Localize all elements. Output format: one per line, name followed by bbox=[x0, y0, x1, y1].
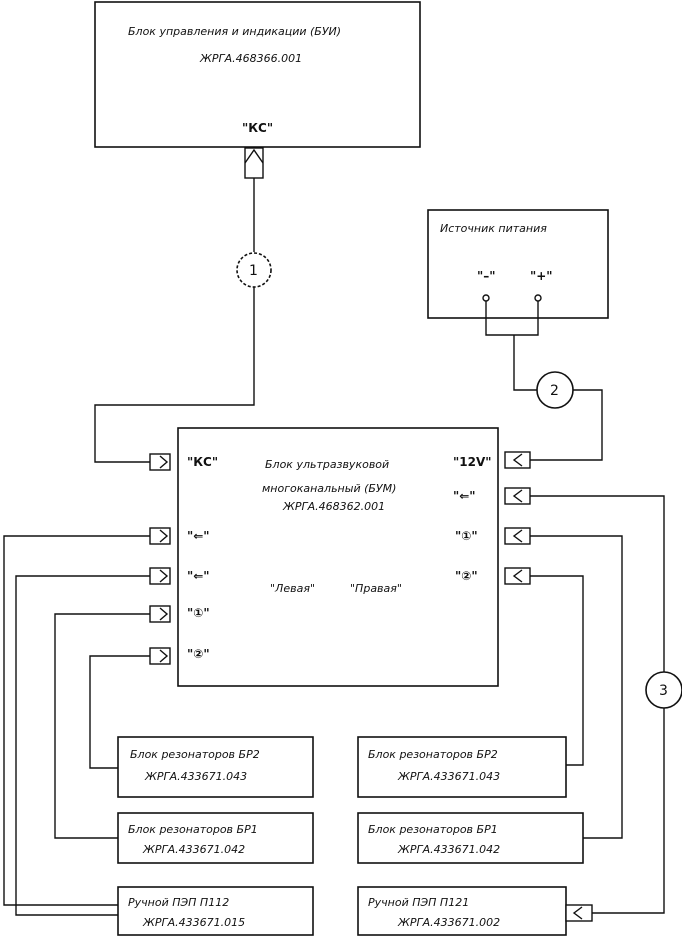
block-br2-left-name: Блок резонаторов БР2 bbox=[130, 748, 260, 761]
conn-ks-mark bbox=[159, 455, 169, 469]
psu-leads bbox=[485, 301, 539, 336]
conn-left-4-mark bbox=[159, 649, 169, 663]
block-br1-left: Блок резонаторов БР1 ЖРГА.433671.042 bbox=[117, 812, 314, 864]
wire-left-4 bbox=[89, 655, 150, 769]
block-br1-right-name: Блок резонаторов БР1 bbox=[368, 823, 498, 836]
bui-unit: Блок управления и индикации (БУИ) ЖРГА.4… bbox=[94, 1, 421, 179]
bum-code: ЖРГА.468362.001 bbox=[282, 500, 385, 513]
block-pep-p112: Ручной ПЭП П112 ЖРГА.433671.015 bbox=[117, 886, 314, 936]
conn-12v bbox=[504, 451, 531, 469]
bum-port-left-4-label: "②" bbox=[187, 647, 210, 661]
wire-left-3 bbox=[54, 613, 150, 839]
bum-box bbox=[177, 427, 499, 687]
conn-left-3-mark bbox=[159, 607, 169, 621]
cable-1-number: 1 bbox=[249, 263, 258, 279]
psu-plus-label: "+" bbox=[530, 269, 553, 283]
cable-2-route-b bbox=[530, 389, 603, 461]
cable-2-number: 2 bbox=[550, 383, 559, 399]
cable-2-route-a bbox=[513, 335, 537, 391]
conn-left-2-mark bbox=[159, 569, 169, 583]
conn-left-1-mark bbox=[159, 529, 169, 543]
power-supply-unit: Источник питания "–" "+" bbox=[427, 209, 609, 319]
bum-side-right: "Правая" bbox=[350, 582, 402, 595]
bum-port-left-2-label: "⇐" bbox=[187, 569, 210, 583]
block-pep-p121-connector bbox=[565, 904, 593, 922]
block-pep-p112-name: Ручной ПЭП П112 bbox=[128, 896, 229, 909]
bum-side-left: "Левая" bbox=[270, 582, 315, 595]
psu-title: Источник питания bbox=[440, 222, 547, 235]
bum-port-12v-label: "12V" bbox=[453, 455, 492, 469]
block-pep-p121-connector-mark bbox=[572, 906, 583, 920]
psu-plus-terminal bbox=[534, 294, 542, 302]
wire-right-2 bbox=[530, 535, 623, 839]
cable-3-route-b bbox=[592, 708, 665, 914]
bum-port-right-1-label: "⇐" bbox=[453, 489, 476, 503]
block-br2-right-box bbox=[357, 736, 567, 798]
conn-right-1-mark bbox=[512, 489, 523, 503]
bui-box bbox=[94, 1, 421, 148]
block-br2-right-name: Блок резонаторов БР2 bbox=[368, 748, 498, 761]
bui-title: Блок управления и индикации (БУИ) bbox=[128, 25, 341, 38]
block-pep-p112-code: ЖРГА.433671.015 bbox=[142, 916, 245, 929]
block-br1-left-box bbox=[117, 812, 314, 864]
bui-code: ЖРГА.468366.001 bbox=[199, 52, 302, 65]
block-br2-left-box bbox=[117, 736, 314, 798]
psu-minus-terminal bbox=[482, 294, 490, 302]
bum-port-right-2-label: "①" bbox=[455, 529, 478, 543]
block-pep-p121: Ручной ПЭП П121 ЖРГА.433671.002 bbox=[357, 886, 593, 936]
block-pep-p121-code: ЖРГА.433671.002 bbox=[397, 916, 500, 929]
block-br1-left-name: Блок резонаторов БР1 bbox=[128, 823, 258, 836]
bum-unit: Блок ультразвуковой многоканальный (БУМ)… bbox=[149, 427, 531, 687]
psu-box bbox=[427, 209, 609, 319]
block-br1-right: Блок резонаторов БР1 ЖРГА.433671.042 bbox=[357, 812, 584, 864]
conn-right-3 bbox=[504, 567, 531, 585]
conn-right-2-mark bbox=[512, 529, 523, 543]
bum-port-ks-label: "КС" bbox=[187, 455, 218, 469]
bum-title-line2: многоканальный (БУМ) bbox=[262, 482, 396, 495]
conn-12v-mark bbox=[512, 453, 523, 467]
conn-ks bbox=[149, 453, 171, 471]
psu-minus-label: "–" bbox=[477, 269, 496, 283]
bum-port-left-3-label: "①" bbox=[187, 606, 210, 620]
cable-1-route bbox=[94, 287, 255, 463]
bum-left-connectors bbox=[149, 453, 171, 665]
block-br2-left: Блок резонаторов БР2 ЖРГА.433671.043 bbox=[117, 736, 314, 798]
block-br2-left-code: ЖРГА.433671.043 bbox=[144, 770, 247, 783]
block-br2-right-code: ЖРГА.433671.043 bbox=[397, 770, 500, 783]
block-br1-left-code: ЖРГА.433671.042 bbox=[142, 843, 245, 856]
bum-port-left-1-label: "⇐" bbox=[187, 529, 210, 543]
block-pep-p121-name: Ручной ПЭП П121 bbox=[368, 896, 469, 909]
conn-right-2 bbox=[504, 527, 531, 545]
block-pep-p112-box bbox=[117, 886, 314, 936]
bui-port-ks-label: "КС" bbox=[242, 121, 273, 135]
cable-3-number: 3 bbox=[659, 683, 668, 699]
block-br2-right: Блок резонаторов БР2 ЖРГА.433671.043 bbox=[357, 736, 567, 798]
wire-right-3 bbox=[530, 575, 584, 766]
bui-ks-connector bbox=[244, 147, 264, 179]
bum-port-right-3-label: "②" bbox=[455, 569, 478, 583]
block-br1-right-code: ЖРГА.433671.042 bbox=[397, 843, 500, 856]
wire-left-1 bbox=[3, 535, 150, 906]
bui-ks-connector-mark bbox=[244, 148, 264, 164]
block-br1-right-box bbox=[357, 812, 584, 864]
wire-left-2 bbox=[15, 575, 150, 916]
conn-right-3-mark bbox=[512, 569, 523, 583]
cable-3-route-a bbox=[530, 495, 665, 672]
conn-right-1 bbox=[504, 487, 531, 505]
bum-right-connectors bbox=[504, 451, 531, 585]
bum-title-line1: Блок ультразвуковой bbox=[265, 458, 389, 471]
